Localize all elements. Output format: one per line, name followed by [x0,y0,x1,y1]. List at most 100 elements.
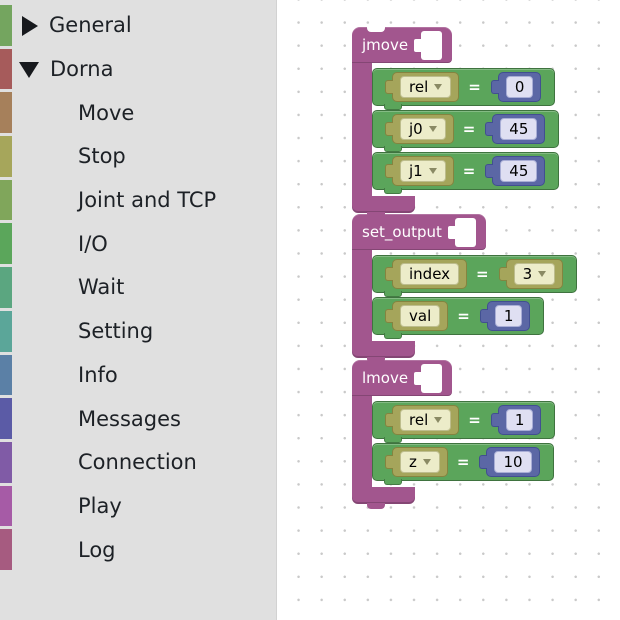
dropdown-arrow-icon [428,126,437,132]
category-label: I/O [78,231,108,256]
output-tab-icon [385,267,393,281]
param-name-block[interactable]: index [385,259,468,289]
category-color-stripe [0,267,12,308]
toolbox-category-joint-and-tcp[interactable]: Joint and TCP [0,179,276,223]
output-tab-icon [485,164,494,178]
toolbox-category-move[interactable]: Move [0,91,276,135]
param-field[interactable]: val [400,305,441,327]
dropdown-arrow-icon [538,271,547,277]
param-name-block[interactable]: rel [385,72,460,102]
category-label: Connection [78,450,197,475]
value-number-block[interactable]: 0 [490,72,542,102]
block-label: jmove [362,35,409,54]
blockly-workspace[interactable]: jmove rel = 0 j0 = 45 [277,0,620,620]
param-name-block[interactable]: j0 [385,114,454,144]
param-row-j1[interactable]: j1 = 45 [372,152,560,194]
number-field[interactable]: 1 [505,409,534,431]
number-field[interactable]: 0 [505,76,534,98]
block-set-output-body: index = 3 val = 1 [352,250,578,341]
number-field[interactable]: 1 [494,305,523,327]
output-tab-icon [479,309,488,323]
category-label: Move [78,100,135,125]
category-color-stripe [0,5,12,46]
toolbox-category-log[interactable]: Log [0,528,276,572]
block-set-output-header[interactable]: set_output [352,214,486,250]
toolbox-category-dorna[interactable]: Dorna [0,48,276,92]
chevron-right-icon [22,15,38,36]
toolbox-category-info[interactable]: Info [0,354,276,398]
toolbox-category-stop[interactable]: Stop [0,135,276,179]
param-field[interactable]: index [400,263,460,285]
block-lmove-body: rel = 1 z = 10 [352,396,556,487]
equals-operator: = [468,410,481,429]
toolbox-category-general[interactable]: General [0,4,276,48]
equals-operator: = [476,264,489,283]
block-set-output-foot [352,341,415,363]
block-jmove-foot [352,196,415,218]
param-dropdown[interactable]: rel [400,409,452,431]
dropdown-arrow-icon [428,168,437,174]
category-label: Joint and TCP [78,188,217,213]
category-label: Setting [78,319,154,344]
output-tab-icon [385,413,393,427]
previous-connection-notch [367,27,385,32]
block-lmove-header[interactable]: lmove [352,360,453,396]
param-row-val[interactable]: val = 1 [372,297,545,339]
category-color-stripe [0,398,12,439]
output-tab-icon [385,309,393,323]
toolbox-category-io[interactable]: I/O [0,222,276,266]
toolbox-category-messages[interactable]: Messages [0,397,276,441]
empty-input-socket-icon [414,30,443,60]
block-label: lmove [362,368,409,387]
block-jmove-body: rel = 0 j0 = 45 j1 = [352,63,560,196]
category-color-stripe [0,92,12,134]
output-tab-icon [498,267,507,281]
number-field[interactable]: 10 [494,451,532,473]
dropdown-arrow-icon [434,84,443,90]
block-set-output[interactable]: set_output index = 3 val = 1 [352,214,578,363]
toolbox-sidebar: General Dorna Move Stop Joint and TCP I/… [0,0,277,620]
toolbox-category-wait[interactable]: Wait [0,266,276,310]
category-label: Info [78,362,118,387]
param-row-rel[interactable]: rel = 0 [372,68,556,110]
value-number-block[interactable]: 1 [490,405,542,435]
param-dropdown[interactable]: rel [400,76,452,98]
value-dropdown-block[interactable]: 3 [498,259,564,289]
output-tab-icon [385,164,393,178]
block-lmove[interactable]: lmove rel = 1 z = 10 [352,360,556,509]
param-row-index[interactable]: index = 3 [372,255,578,297]
value-number-block[interactable]: 10 [479,447,540,477]
block-jmove-header[interactable]: jmove [352,27,453,63]
param-name-block[interactable]: val [385,301,449,331]
category-color-stripe [0,223,12,265]
value-number-block[interactable]: 1 [479,301,531,331]
block-jmove[interactable]: jmove rel = 0 j0 = 45 [352,27,560,218]
param-row-z[interactable]: z = 10 [372,443,554,485]
param-row-rel[interactable]: rel = 1 [372,401,556,443]
value-number-block[interactable]: 45 [485,156,546,186]
chevron-down-icon [19,61,39,78]
param-name-block[interactable]: z [385,447,448,477]
category-color-stripe [0,310,12,352]
value-dropdown[interactable]: 3 [513,263,556,285]
toolbox-category-play[interactable]: Play [0,485,276,529]
number-field[interactable]: 45 [500,118,538,140]
empty-input-socket-icon [414,363,443,393]
value-number-block[interactable]: 45 [485,114,546,144]
number-field[interactable]: 45 [500,160,538,182]
output-tab-icon [490,80,499,94]
output-tab-icon [385,80,393,94]
param-name-block[interactable]: rel [385,405,460,435]
param-dropdown[interactable]: j1 [400,160,446,182]
param-row-j0[interactable]: j0 = 45 [372,110,560,152]
output-tab-icon [490,413,499,427]
toolbox-category-setting[interactable]: Setting [0,310,276,354]
toolbox-category-connection[interactable]: Connection [0,441,276,485]
category-color-stripe [0,441,12,483]
param-dropdown[interactable]: z [400,451,440,473]
dropdown-arrow-icon [434,417,443,423]
param-dropdown[interactable]: j0 [400,118,446,140]
category-color-stripe [0,485,12,527]
param-name-block[interactable]: j1 [385,156,454,186]
dropdown-arrow-icon [422,459,431,465]
